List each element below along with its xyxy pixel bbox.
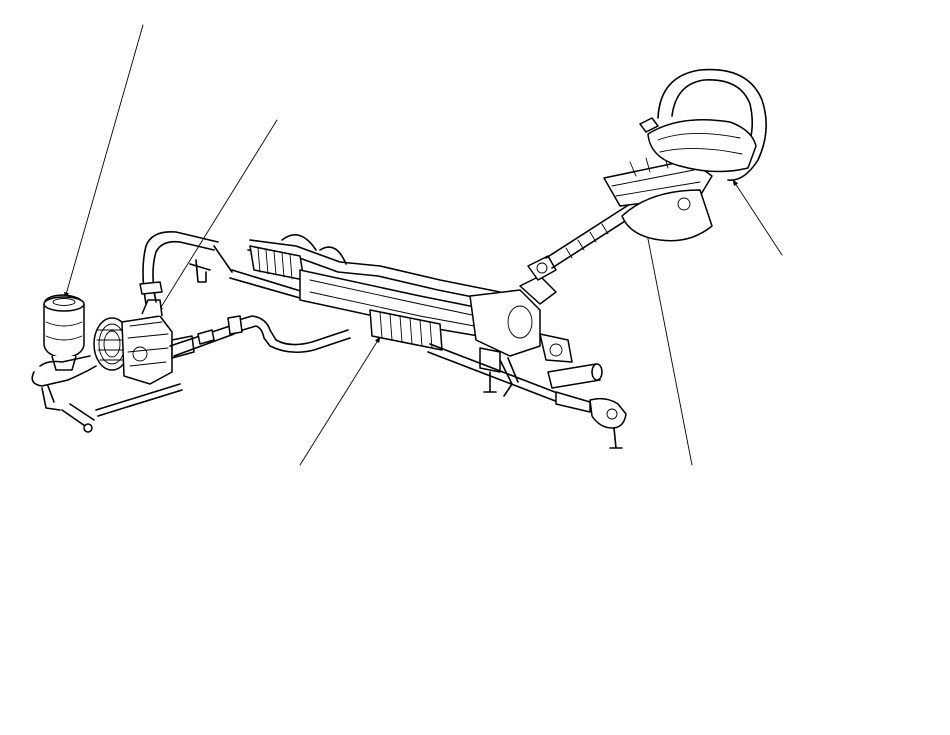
steering-gearbox-icon	[247, 234, 627, 449]
steering-column-icon	[519, 153, 713, 305]
leader-line-reservoir	[64, 24, 144, 299]
power-steering-pump-icon	[93, 299, 195, 385]
return-line	[169, 315, 351, 357]
leader-line-gearbox	[299, 336, 381, 466]
pressure-hose	[139, 230, 233, 305]
leader-lines	[64, 24, 783, 466]
leader-line-column	[640, 207, 693, 466]
reservoir-hoses	[31, 355, 97, 433]
leader-line-wheel	[732, 179, 783, 256]
leader-line-pump	[157, 119, 278, 313]
steering-wheel-icon	[639, 68, 767, 181]
